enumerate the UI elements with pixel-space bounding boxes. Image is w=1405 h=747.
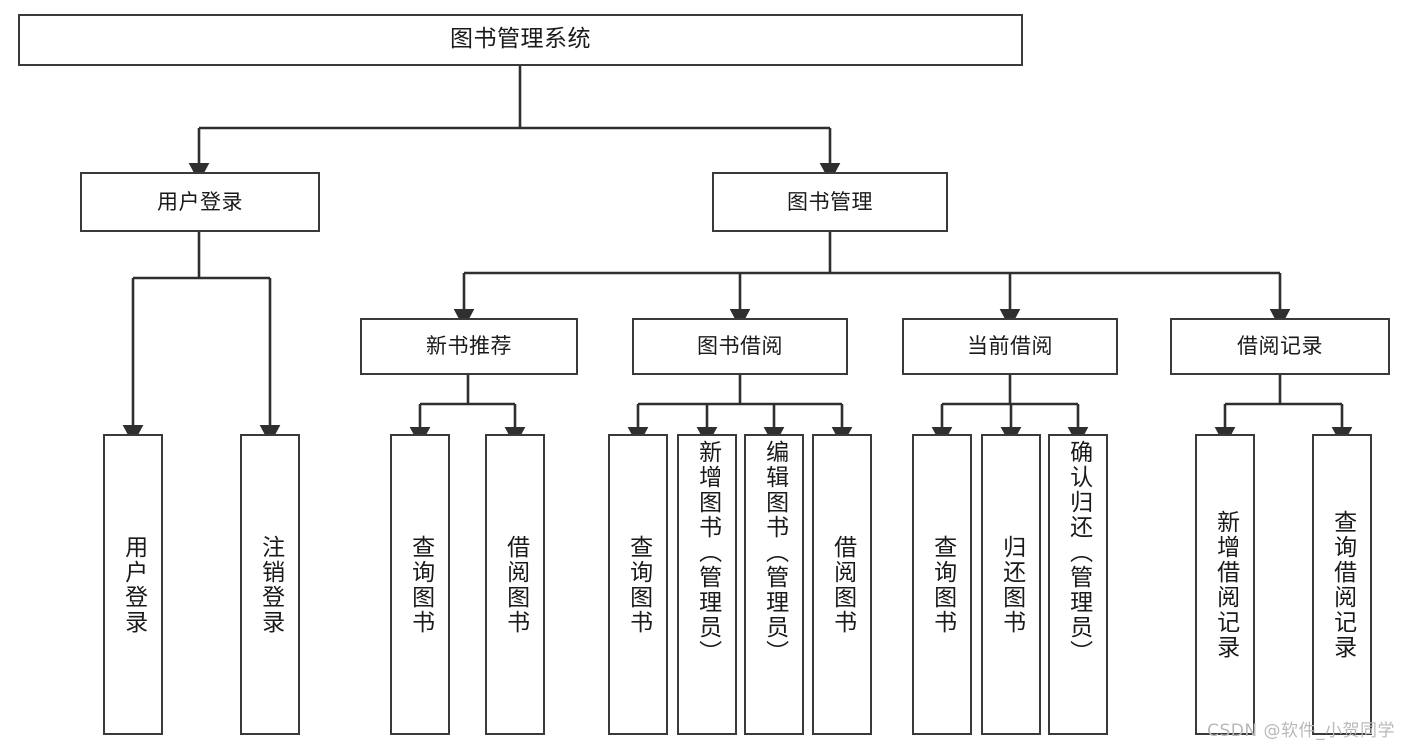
node-user-login-label: 用户登录 — [157, 189, 243, 214]
leaf-label: 查询图书 — [407, 534, 434, 635]
leaf-borrow-edit-book-admin[interactable]: 编辑图书（管理员） — [744, 434, 804, 735]
leaf-label: 用户登录 — [120, 534, 147, 635]
leaf-current-query-book[interactable]: 查询图书 — [912, 434, 972, 735]
watermark: CSDN @软件_小贺同学 — [1207, 721, 1395, 741]
node-user-login[interactable]: 用户登录 — [80, 172, 320, 232]
node-book-management-label: 图书管理 — [787, 189, 873, 214]
leaf-user-login-logout[interactable]: 注销登录 — [240, 434, 300, 735]
leaf-label: 借阅图书 — [829, 534, 856, 635]
leaf-user-login-login[interactable]: 用户登录 — [103, 434, 163, 735]
leaf-label: 归还图书 — [998, 534, 1025, 635]
node-book-management[interactable]: 图书管理 — [712, 172, 948, 232]
leaf-label: 查询图书 — [625, 534, 652, 635]
node-current-borrow-label: 当前借阅 — [967, 334, 1053, 359]
leaf-new-book-borrow[interactable]: 借阅图书 — [485, 434, 545, 735]
node-borrow-record[interactable]: 借阅记录 — [1170, 318, 1390, 375]
leaf-borrow-add-book-admin[interactable]: 新增图书（管理员） — [677, 434, 737, 735]
node-new-book-recommend-label: 新书推荐 — [426, 334, 512, 359]
node-book-borrow-label: 图书借阅 — [697, 334, 783, 359]
node-borrow-record-label: 借阅记录 — [1237, 334, 1323, 359]
node-book-borrow[interactable]: 图书借阅 — [632, 318, 848, 375]
leaf-current-confirm-return-admin[interactable]: 确认归还（管理员） — [1048, 434, 1108, 735]
leaf-label: 查询图书 — [929, 534, 956, 635]
leaf-label: 借阅图书 — [502, 534, 529, 635]
node-root[interactable]: 图书管理系统 — [18, 14, 1023, 66]
leaf-label: 编辑图书（管理员） — [761, 440, 788, 665]
node-root-label: 图书管理系统 — [450, 26, 591, 53]
leaf-label: 新增图书（管理员） — [694, 440, 721, 665]
leaf-label: 确认归还（管理员） — [1065, 440, 1092, 665]
leaf-borrow-borrow-book[interactable]: 借阅图书 — [812, 434, 872, 735]
leaf-record-add-record[interactable]: 新增借阅记录 — [1195, 434, 1255, 735]
node-new-book-recommend[interactable]: 新书推荐 — [360, 318, 578, 375]
leaf-borrow-query-book[interactable]: 查询图书 — [608, 434, 668, 735]
leaf-label: 查询借阅记录 — [1329, 509, 1356, 660]
leaf-label: 新增借阅记录 — [1212, 509, 1239, 660]
leaf-current-return-book[interactable]: 归还图书 — [981, 434, 1041, 735]
leaf-record-query-record[interactable]: 查询借阅记录 — [1312, 434, 1372, 735]
node-current-borrow[interactable]: 当前借阅 — [902, 318, 1118, 375]
leaf-new-book-query[interactable]: 查询图书 — [390, 434, 450, 735]
leaf-label: 注销登录 — [257, 534, 284, 635]
